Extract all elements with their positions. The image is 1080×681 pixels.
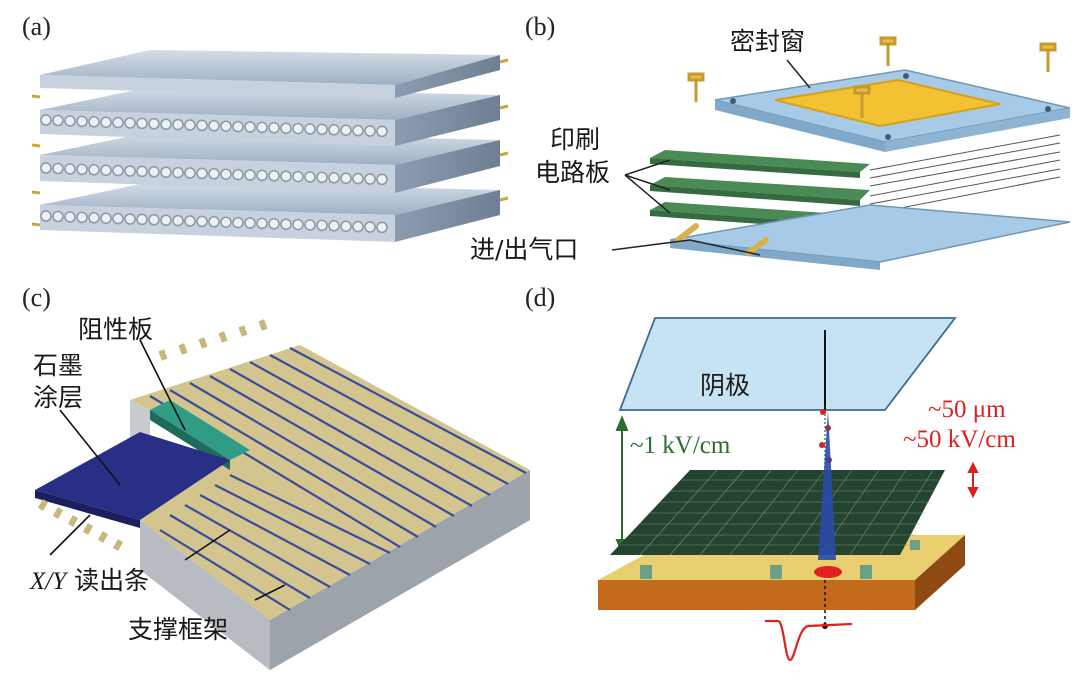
panel-b-label: (b) xyxy=(525,12,556,41)
support-frame-label: 支撑框架 xyxy=(128,615,229,644)
readout-xy-text: X/Y xyxy=(30,568,67,595)
pcb-label-line2: 电路板 xyxy=(535,158,611,187)
cathode-plane xyxy=(618,317,957,411)
resistive-plate-label: 阻性板 xyxy=(78,315,154,344)
leader-lines-b xyxy=(611,59,811,256)
field-low-label: ~1 kV/cm xyxy=(630,432,731,459)
panel-c-readout-board xyxy=(35,319,530,670)
panel-d-label: (d) xyxy=(525,283,556,312)
readout-strips xyxy=(149,347,527,611)
readout-strip-label: X/Y 读出条 xyxy=(30,565,149,597)
pcb-board-2 xyxy=(650,177,870,206)
pcb-label-line1: 印刷 xyxy=(550,125,601,154)
signal-pulse xyxy=(765,619,853,662)
tube-layer-1 xyxy=(40,50,500,98)
field-arrow-green xyxy=(615,415,629,555)
field-high-label: ~50 kV/cm xyxy=(903,426,1016,453)
panel-b-exploded-chamber xyxy=(611,36,1071,270)
seal-window-label: 密封窗 xyxy=(730,27,806,56)
mesh-plane xyxy=(610,469,945,556)
graphite-coating xyxy=(35,432,230,528)
particle-track xyxy=(814,330,842,629)
panel-a-label: (a) xyxy=(22,12,51,41)
cathode-label: 阴极 xyxy=(700,371,751,400)
panel-c-label: (c) xyxy=(22,283,51,312)
gas-port-tubes xyxy=(675,223,769,256)
graphite-label-line2: 涂层 xyxy=(33,383,84,412)
readout-strip-text: 读出条 xyxy=(66,566,150,595)
edge-tabs xyxy=(37,319,268,551)
gas-port-label: 进/出气口 xyxy=(470,235,579,264)
tube-pins xyxy=(31,58,509,227)
seal-window-plate xyxy=(714,69,1071,152)
gap-label: ~50 μm xyxy=(928,396,1006,423)
leader-lines-c xyxy=(49,339,286,601)
panel-a-tube-stack xyxy=(31,50,509,242)
pcb-board-1 xyxy=(650,150,870,178)
gap-arrow-red xyxy=(967,461,979,499)
tube-ends xyxy=(40,114,388,234)
graphite-label-line1: 石墨 xyxy=(33,351,84,380)
screws xyxy=(687,36,1057,118)
